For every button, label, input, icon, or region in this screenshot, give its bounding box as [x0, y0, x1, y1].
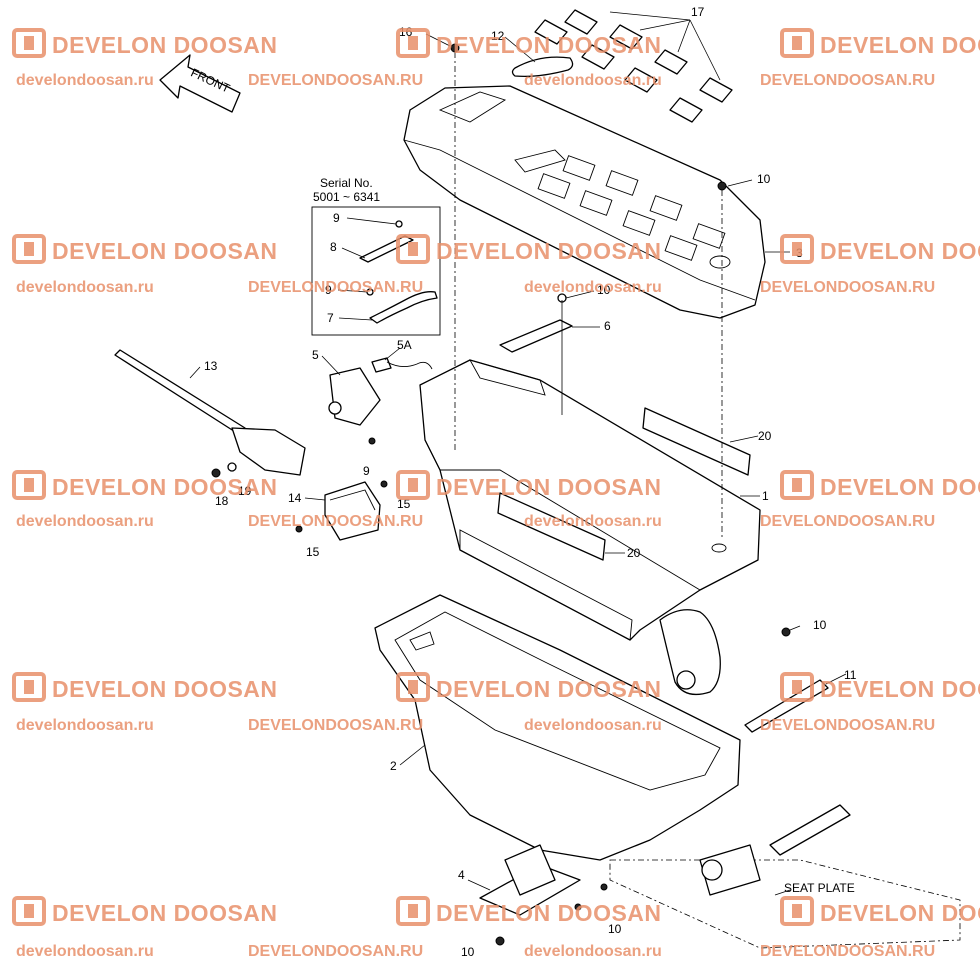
develon-doosan-logo-icon [396, 672, 430, 702]
callout-10-e: 10 [461, 945, 475, 959]
callout-11: 11 [844, 668, 857, 682]
callout-15-a: 15 [397, 497, 411, 511]
watermark-url: DEVELONDOOSAN.RU [760, 943, 935, 960]
watermark-url: develondoosan.ru [16, 717, 154, 734]
watermark-url: DEVELONDOOSAN.RU [248, 717, 423, 734]
watermark-brand: DEVELON DOOSAN [52, 676, 278, 702]
watermark-brand: DEVELON DOOSAN [820, 676, 980, 702]
watermark-url: DEVELONDOOSAN.RU [760, 72, 935, 89]
callout-10-a: 10 [757, 172, 771, 186]
callout-20-b: 20 [627, 546, 641, 560]
develon-doosan-logo-icon [12, 234, 46, 264]
lever-13 [114, 349, 306, 476]
watermark-brand: DEVELON DOOSAN [436, 900, 662, 926]
develon-doosan-logo-icon [396, 28, 430, 58]
switch-caps-17 [534, 9, 733, 123]
watermark-brand: DEVELON DOOSAN [436, 238, 662, 264]
callout-4: 4 [458, 868, 465, 882]
lower-tray-2 [374, 594, 741, 861]
watermark-url: develondoosan.ru [524, 72, 662, 89]
watermark-url: develondoosan.ru [524, 513, 662, 530]
develon-doosan-logo-icon [12, 470, 46, 500]
develon-doosan-logo-icon [780, 28, 814, 58]
callout-10-c: 10 [813, 618, 827, 632]
develon-doosan-logo-icon [12, 672, 46, 702]
fasteners [211, 33, 801, 946]
watermark-brand: DEVELON DOOSAN [52, 900, 278, 926]
seat-plate [609, 804, 961, 949]
upper-cover-3 [403, 85, 790, 319]
watermark-url: develondoosan.ru [16, 279, 154, 296]
watermark-url: DEVELONDOOSAN.RU [760, 513, 935, 530]
front-arrow: FRONT [159, 54, 241, 113]
develon-doosan-logo-icon [12, 28, 46, 58]
lens-12 [504, 36, 574, 78]
watermark-brand: DEVELON DOOSAN [52, 238, 278, 264]
develon-doosan-logo-icon [396, 470, 430, 500]
console-frame-1 [419, 359, 761, 696]
develon-doosan-logo-icon [396, 896, 430, 926]
callout-10-d: 10 [608, 922, 622, 936]
callout-19: 19 [238, 484, 252, 498]
callout-5: 5 [312, 348, 319, 362]
bracket-4 [467, 844, 581, 916]
callout-15-b: 15 [306, 545, 320, 559]
develon-doosan-logo-icon [12, 896, 46, 926]
watermark-url: develondoosan.ru [524, 717, 662, 734]
develon-doosan-logo-icon [780, 470, 814, 500]
watermark-url: develondoosan.ru [16, 72, 154, 89]
watermark-brand: DEVELON DOOSAN [436, 32, 662, 58]
watermark-url: DEVELONDOOSAN.RU [248, 513, 423, 530]
watermark-brand: DEVELON DOOSAN [820, 474, 980, 500]
watermark-url: develondoosan.ru [16, 943, 154, 960]
watermark-brand: DEVELON DOOSAN [436, 676, 662, 702]
callout-9-a: 9 [333, 211, 340, 225]
callouts: 1 2 3 4 5 5A 6 7 8 9 9 9 10 10 10 10 10 … [204, 5, 857, 959]
callout-13: 13 [204, 359, 218, 373]
watermark-brand: DEVELON DOOSAN [52, 474, 278, 500]
callout-18: 18 [215, 494, 229, 508]
watermark-brand: DEVELON DOOSAN [820, 238, 980, 264]
callout-17: 17 [691, 5, 705, 19]
watermark-brand: DEVELON DOOSAN [52, 32, 278, 58]
switch-panel-5 [321, 347, 433, 426]
watermarks: DEVELON DOOSAN develondoosan.ru DEVELON … [12, 28, 980, 960]
serial-label: Serial No. [320, 176, 373, 190]
callout-9-c: 9 [363, 464, 370, 478]
switch-housing-14 [304, 481, 381, 541]
watermark-url: DEVELONDOOSAN.RU [248, 72, 423, 89]
watermark-url: DEVELONDOOSAN.RU [760, 279, 935, 296]
watermark-url: DEVELONDOOSAN.RU [760, 717, 935, 734]
bracket-6 [499, 293, 600, 415]
watermark-url: DEVELONDOOSAN.RU [248, 279, 423, 296]
develon-doosan-logo-icon [780, 234, 814, 264]
develon-doosan-logo-icon [780, 896, 814, 926]
watermark-url: develondoosan.ru [524, 279, 662, 296]
callout-8: 8 [330, 240, 337, 254]
callout-6: 6 [604, 319, 611, 333]
callout-2: 2 [390, 759, 397, 773]
callout-1: 1 [762, 489, 769, 503]
callout-7: 7 [327, 311, 334, 325]
gasket-11 [744, 673, 847, 733]
watermark-url: develondoosan.ru [16, 513, 154, 530]
callout-14: 14 [288, 491, 302, 505]
callout-10-b: 10 [597, 283, 611, 297]
develon-doosan-logo-icon [396, 234, 430, 264]
foam-strips-20 [497, 407, 759, 561]
watermark-brand: DEVELON DOOSAN [820, 900, 980, 926]
callout-5a: 5A [397, 338, 412, 352]
watermark-brand: DEVELON DOOSAN [820, 32, 980, 58]
watermark-url: develondoosan.ru [524, 943, 662, 960]
develon-doosan-logo-icon [780, 672, 814, 702]
seat-plate-label: SEAT PLATE [784, 881, 855, 895]
serial-range: 5001 ~ 6341 [313, 190, 380, 204]
callout-12: 12 [491, 29, 505, 43]
watermark-brand: DEVELON DOOSAN [436, 474, 662, 500]
callout-20-a: 20 [758, 429, 772, 443]
callout-9-b: 9 [325, 283, 332, 297]
watermark-url: DEVELONDOOSAN.RU [248, 943, 423, 960]
